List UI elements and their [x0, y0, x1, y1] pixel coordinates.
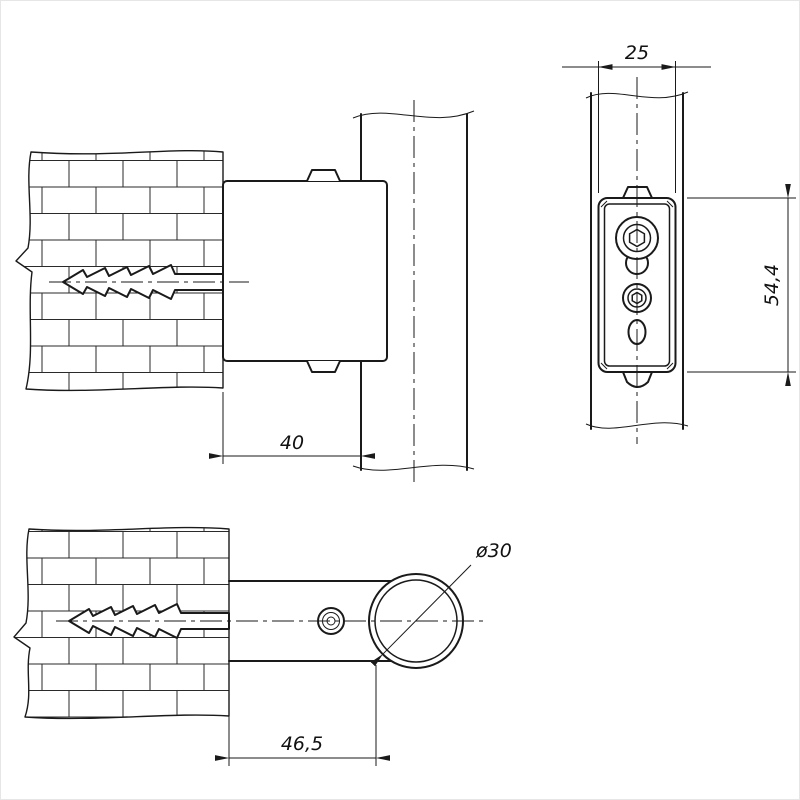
dimension-label: 40: [280, 432, 304, 454]
dimension-label: 25: [625, 42, 649, 64]
front-view: 25 54,4: [562, 42, 796, 444]
corner-mark: [600, 200, 608, 208]
tube-break-line-bottom: [352, 464, 475, 471]
bracket-body: [222, 180, 388, 362]
dimension-label: 46,5: [281, 733, 323, 755]
bracket-tab-top: [306, 169, 341, 182]
dimension-bracket-width: 25: [562, 42, 711, 193]
corner-mark: [666, 200, 674, 208]
tube-break-line-top: [585, 91, 689, 99]
bracket-tab-bottom: [306, 360, 341, 373]
tube-break-line-top: [352, 110, 475, 119]
lower-screw-hex-socket: [631, 291, 643, 305]
dimension-tube-diameter: ø30: [370, 540, 512, 667]
tube-break-line-bottom: [585, 422, 689, 429]
corner-mark: [600, 362, 608, 370]
dimension-bracket-height: 54,4: [687, 183, 796, 387]
dimension-label: 54,4: [761, 264, 783, 306]
side-view: 40: [15, 100, 475, 485]
corner-mark: [666, 362, 674, 370]
leader-line: [370, 564, 472, 667]
dimension-label: ø30: [475, 540, 512, 562]
dimension-arm-length: 46,5: [214, 665, 391, 766]
dimension-bracket-depth: 40: [208, 392, 376, 464]
top-view: ø30 46,5: [13, 526, 512, 766]
